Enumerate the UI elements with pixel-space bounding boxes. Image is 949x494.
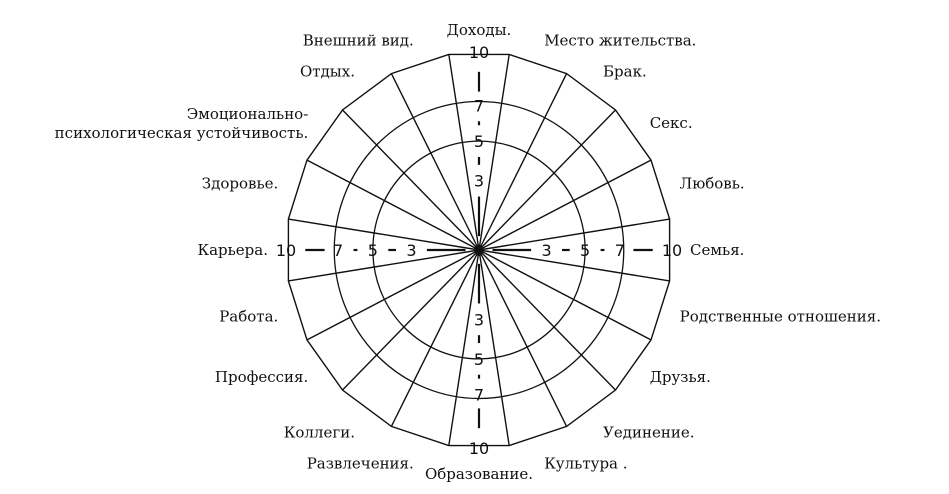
scale-tick-label: 5 bbox=[580, 241, 590, 260]
sector-label-line: психологическая устойчивость. bbox=[55, 124, 309, 142]
sector-label-line: Любовь. bbox=[680, 174, 745, 192]
sector-label: Брак. bbox=[603, 62, 647, 80]
scale-tick-label: 10 bbox=[469, 43, 489, 62]
sector-label-line: Развлечения. bbox=[307, 454, 414, 472]
sector-spoke bbox=[478, 249, 510, 446]
sector-label-line: Карьера. bbox=[197, 241, 268, 259]
scale-tick-label: 3 bbox=[406, 241, 416, 260]
sector-spoke bbox=[478, 109, 616, 251]
sector-label-line: Коллеги. bbox=[284, 424, 355, 442]
sector-spoke bbox=[342, 109, 480, 251]
center-zero-label: 0 bbox=[474, 241, 484, 260]
sector-label-line: Образование. bbox=[425, 465, 533, 483]
sector-label-line: Культура . bbox=[544, 454, 627, 472]
sector-label-line: Работа. bbox=[219, 308, 278, 326]
sector-spoke bbox=[306, 159, 480, 251]
scale-ticks: 3 3 3 3 5 5 5 5 7 7 7 7 10 10 10 10 bbox=[276, 43, 682, 458]
scale-tick-label: 7 bbox=[615, 241, 625, 260]
scale-tick-label: 10 bbox=[469, 439, 489, 458]
sector-label: Работа. bbox=[219, 308, 278, 326]
sector-label-line: Место жительства. bbox=[544, 32, 696, 50]
sector-spoke bbox=[390, 249, 480, 427]
sector-label-line: Профессия. bbox=[215, 368, 308, 386]
scale-tick-label: 7 bbox=[474, 386, 484, 405]
sector-label: Любовь. bbox=[680, 174, 745, 192]
scale-ring bbox=[333, 100, 625, 400]
scale-tick-label: 10 bbox=[662, 241, 682, 260]
sector-label-line: Внешний вид. bbox=[303, 32, 414, 50]
sector-label: Доходы. bbox=[447, 21, 512, 39]
sector-label-line: Уединение. bbox=[603, 424, 694, 442]
sector-spoke bbox=[478, 218, 670, 251]
sector-spoke bbox=[306, 249, 480, 341]
sector-label-line: Здоровье. bbox=[202, 174, 279, 192]
sector-label: Внешний вид. bbox=[303, 32, 414, 50]
sector-label: Семья. bbox=[690, 241, 744, 259]
sector-spoke bbox=[478, 249, 616, 391]
sector-label: Отдых. bbox=[300, 62, 355, 80]
scale-tick-label: 7 bbox=[474, 96, 484, 115]
sector-label-line: Друзья. bbox=[650, 368, 711, 386]
scale-tick-label: 3 bbox=[474, 310, 484, 329]
scale-tick-label: 5 bbox=[474, 132, 484, 151]
sector-spoke bbox=[478, 249, 670, 282]
sector-label: Секс. bbox=[650, 114, 693, 132]
sector-spoke bbox=[478, 54, 510, 251]
scale-tick-label: 5 bbox=[368, 241, 378, 260]
sector-spoke bbox=[390, 73, 480, 251]
sector-label: Профессия. bbox=[215, 368, 308, 386]
sector-label-line: Отдых. bbox=[300, 62, 355, 80]
sector-spoke bbox=[478, 249, 568, 427]
sector-spoke bbox=[478, 159, 652, 251]
scale-axes bbox=[305, 71, 653, 429]
sector-label: Эмоционально-психологическая устойчивост… bbox=[55, 105, 309, 142]
outer-boundary bbox=[287, 53, 671, 447]
sector-spoke bbox=[288, 249, 480, 282]
sector-label: Родственные отношения. bbox=[680, 308, 881, 326]
sector-label-line: Доходы. bbox=[447, 21, 512, 39]
sector-label-line: Брак. bbox=[603, 62, 647, 80]
sector-label: Уединение. bbox=[603, 424, 694, 442]
scale-rings bbox=[333, 100, 625, 400]
scale-tick-label: 3 bbox=[474, 172, 484, 191]
sector-label: Культура . bbox=[544, 454, 627, 472]
scale-tick-label: 7 bbox=[333, 241, 343, 260]
scale-tick-label: 3 bbox=[541, 241, 551, 260]
scale-tick-label: 10 bbox=[276, 241, 296, 260]
sector-spoke bbox=[342, 249, 480, 391]
sector-spoke bbox=[288, 218, 480, 251]
sector-label-line: Родственные отношения. bbox=[680, 308, 881, 326]
sector-spokes bbox=[288, 54, 670, 446]
sector-label-line: Семья. bbox=[690, 241, 744, 259]
sector-label: Образование. bbox=[425, 465, 533, 483]
sector-label-line: Эмоционально- bbox=[187, 105, 309, 123]
sector-label: Место жительства. bbox=[544, 32, 696, 50]
sector-label: Коллеги. bbox=[284, 424, 355, 442]
sector-label: Здоровье. bbox=[202, 174, 279, 192]
scale-tick-label: 5 bbox=[474, 350, 484, 369]
sector-spoke bbox=[448, 249, 480, 446]
sector-spoke bbox=[478, 249, 652, 341]
scale-ring bbox=[372, 140, 586, 360]
sector-spoke bbox=[478, 73, 568, 251]
sector-label: Развлечения. bbox=[307, 454, 414, 472]
sector-labels: Доходы. Место жительства. Брак. Секс. Любовь… bbox=[55, 21, 881, 483]
sector-label: Друзья. bbox=[650, 368, 711, 386]
sector-label-line: Секс. bbox=[650, 114, 693, 132]
sector-spoke bbox=[448, 54, 480, 251]
sector-label: Карьера. bbox=[197, 241, 268, 259]
